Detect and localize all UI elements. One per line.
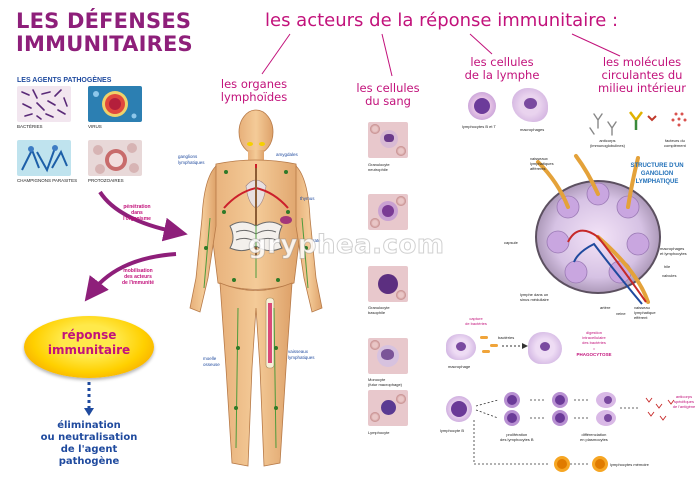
- macrophage-capture-cell: [446, 334, 476, 360]
- anticorps-label: anticorps (immunoglobulines): [590, 138, 625, 148]
- lymphocyte-b-cell: [446, 396, 472, 422]
- phago-arrow: [502, 343, 528, 349]
- afferents-label: vaisseaux lymphatiques afférents: [530, 156, 554, 171]
- efferent-label: vaisseau lymphatique efférent: [634, 305, 656, 320]
- response-ellipse: réponse immunitaire: [24, 316, 154, 378]
- eosinophil-image: [368, 194, 408, 230]
- ganglions-label: ganglions lymphatiques: [178, 154, 205, 165]
- thymus-label: thymus: [300, 196, 315, 201]
- response-label: réponse immunitaire: [47, 328, 131, 357]
- bacteria-icon: [21, 89, 68, 120]
- basophil-image: [368, 266, 408, 302]
- vaisseaux-label: vaisseaux lymphatiques: [288, 349, 315, 360]
- rate-label: rate: [313, 238, 321, 243]
- eq-label: =: [592, 346, 596, 351]
- proliferation-label: prolifération des lymphocytes B: [500, 432, 534, 442]
- main-title-line2: IMMUNITAIRES: [16, 32, 193, 56]
- fungi-label: CHAMPIGNONS PARASITES: [17, 178, 78, 183]
- monocyte-label: Monocyte (futur macrophage): [368, 377, 403, 387]
- lymphocyte-blood-label: Lymphocyte: [368, 430, 390, 435]
- macrophages-lymph-label: macrophages et lymphocytes: [660, 246, 687, 256]
- human-body-figure: [189, 109, 323, 467]
- amygdales-label: amygdales: [276, 152, 298, 157]
- monocyte-image: [368, 338, 408, 374]
- differenciation-label: différenciation en plasmocytes: [580, 432, 608, 442]
- mobilisation-label: mobilisation des acteurs de l'immunité: [121, 268, 155, 286]
- neutrophil-image: [368, 122, 408, 158]
- ganglion-diagram: [535, 154, 661, 305]
- ganglion-title: STRUCTURE D'UN GANGLION LYMPHATIQUE: [630, 163, 684, 185]
- lymphocyte-blood-image: [368, 390, 408, 426]
- pathogens-heading: LES AGENTS PATHOGÈNES: [17, 77, 112, 84]
- elimination-label: élimination ou neutralisation de l'agent…: [40, 420, 138, 467]
- lymphocyte-cell: [468, 92, 496, 120]
- macrophage-label: macrophage: [448, 364, 471, 369]
- fungi-image: [17, 140, 71, 176]
- actors-title: les acteurs de la réponse immunitaire :: [265, 10, 619, 31]
- penetration-label: pénétration dans l'organisme: [123, 204, 151, 222]
- virus-label: VIRUS: [88, 124, 102, 129]
- macrophages-label: macrophages: [520, 127, 545, 132]
- sinus-label: lymphe dans un sinus médullaire: [520, 292, 549, 302]
- watermark-text: gryphea.com: [247, 230, 445, 261]
- veine-label: veine: [616, 311, 626, 316]
- molecules-icons: [589, 111, 687, 136]
- complement-label: facteurs du complément: [664, 138, 686, 148]
- virus-icon: [93, 91, 137, 119]
- memoire-label: lymphocytes mémoire: [610, 462, 649, 467]
- macrophage-cell: [512, 88, 548, 122]
- bacteria-small-icon: [480, 336, 498, 353]
- lymphocytes-label: lymphocytes B et T: [462, 124, 496, 129]
- virus-image: [88, 86, 142, 122]
- anticorps-specific-label: anticorps spécifiques de l'antigène: [672, 394, 696, 409]
- moelle-label: moelle osseuse: [203, 356, 220, 367]
- protozoa-label: PROTOZOAIRES: [88, 178, 124, 183]
- main-title-line1: LES DÉFENSES: [16, 9, 192, 33]
- bacteria-label: BACTÉRIES: [17, 124, 43, 129]
- neutrophil-label: Granulocyte neutrophile: [368, 162, 390, 172]
- lymph-heading: les cellules de la lymphe: [464, 55, 540, 82]
- digestion-label: digestion intracellulaire des bactéries: [582, 330, 606, 345]
- hile-label: hile: [664, 264, 671, 269]
- digesting-macrophage-cell: [528, 332, 562, 364]
- blood-heading: les cellules du sang: [356, 81, 420, 108]
- lymphocyte-b-flow: [473, 392, 675, 472]
- capture-label: capture de bactéries: [465, 316, 487, 326]
- phagocytose-label: PHAGOCYTOSE: [576, 352, 612, 357]
- capsule-label: capsule: [504, 240, 518, 245]
- basophil-label: Granulocyte basophile: [368, 305, 390, 315]
- protozoa-icon: [93, 143, 139, 174]
- main-title: LES DÉFENSES IMMUNITAIRES: [16, 10, 193, 56]
- lymphocyte-b-label: lymphocyte B: [440, 428, 465, 433]
- organs-heading: les organes lymphoïdes: [220, 77, 288, 104]
- bacteria-image: [17, 86, 71, 122]
- valvules-label: valvules: [662, 273, 677, 278]
- fungi-icon: [21, 145, 68, 173]
- artere-label: artère: [600, 305, 611, 310]
- protozoa-image: [88, 140, 142, 176]
- bacteries-label: bactéries: [498, 335, 515, 340]
- molecules-heading: les molécules circulantes du milieu inté…: [598, 55, 686, 95]
